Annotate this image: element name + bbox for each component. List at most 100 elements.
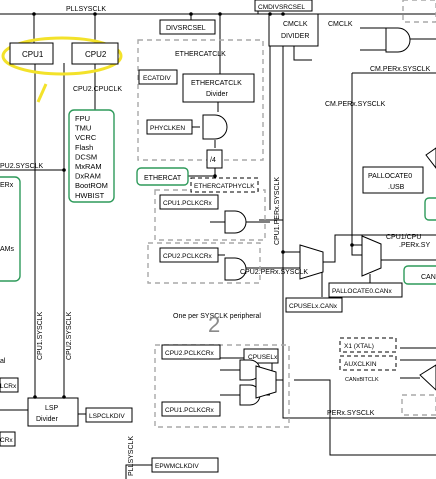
pallocate0-usb-label-1: PALLOCATE0 [368, 173, 412, 180]
perx-sy-partial-label: .PERx.SY [399, 242, 430, 249]
cpu2-sysclk-label: PU2.SYSCLK [0, 163, 44, 170]
handwritten-two-annotation: 2 [208, 312, 220, 337]
lsp-divider-label-2: Divider [36, 416, 58, 423]
sysclk-peripheral-group [154, 344, 290, 428]
lcrx-box[interactable] [0, 377, 19, 393]
and-gate-cpu1-pclk [224, 210, 247, 234]
green-boxes [0, 109, 436, 285]
cm-perx-sysclk-mid-label: CM.PERx.SYSCLK [325, 101, 386, 108]
epwmclkdiv-box[interactable] [151, 457, 219, 473]
mux-cpu-perx [299, 244, 324, 280]
cpuselx-box[interactable] [243, 348, 279, 364]
al-partial-label: al [0, 358, 6, 365]
cmclk-divider-box[interactable] [268, 13, 319, 47]
epwmclkdiv-label: EPWMCLKDIV [155, 463, 199, 470]
mux-cm-perx [361, 235, 382, 277]
cpu2-box[interactable] [71, 42, 119, 65]
cpu2-peripheral-item: HWBIST [75, 191, 105, 200]
cpu2-peripheral-item: DCSM [75, 152, 97, 161]
lsp-divider-box[interactable] [27, 397, 79, 427]
cpu1-pclkcrx-label: CPU1.PCLKCRx [163, 200, 213, 207]
ecatdiv-label: ECATDIV [143, 75, 171, 82]
boxes [0, 0, 424, 473]
cpu2-pclkcrx-top-box[interactable] [159, 247, 219, 263]
cpu2-peripheral-item: DxRAM [75, 172, 101, 181]
lspclkdiv-label: LSPCLKDIV [89, 413, 125, 420]
and-gate-cpu2-pclk [224, 257, 247, 281]
pllsysclk-bottom-label: PLLSYSCLK [128, 436, 135, 476]
ethercat-box[interactable] [136, 167, 189, 186]
cpu2-peripheral-item: Flash [75, 143, 93, 152]
cpu1-perx-sysclk-label: CPU1.PERx.SYSCLK [274, 177, 281, 245]
labels: PLLSYSCLK DIVSRCSEL CMDIVSRCSEL CMCLK DI… [0, 4, 436, 476]
cpu1-pclkcrx-bottom-label: CPU1.PCLKCRx [165, 407, 215, 414]
mux-cpuselx [255, 365, 277, 399]
erx-label: ERx [0, 182, 14, 189]
cpu-highlight-annotation [1, 36, 123, 103]
ecatdiv-box[interactable] [138, 69, 178, 85]
cmdivsrcsel-box[interactable] [254, 0, 313, 12]
canxbitclk-label: CANxBITCLK [345, 377, 379, 383]
dashed-groups [137, 0, 436, 428]
cpu2-peripheral-item: TMU [75, 124, 91, 133]
crx-box[interactable] [0, 431, 16, 447]
cm-perx-sysclk-top-label: CM.PERx.SYSCLK [370, 66, 431, 73]
mux-right-edge-bottom [419, 364, 436, 391]
muxes [255, 147, 436, 399]
cpuselx-label: CPUSELx [248, 354, 278, 361]
cpu2-peripheral-item: MxRAM [75, 162, 102, 171]
phyclken-box[interactable] [146, 119, 193, 135]
divsrcsel-label: DIVSRCSEL [166, 25, 206, 32]
divsrcsel-box[interactable] [159, 19, 216, 35]
div4-box[interactable] [206, 149, 223, 169]
auxclkin-label: AUXCLKIN [344, 361, 377, 368]
cpu2-peripheral-item: VCRC [75, 133, 97, 142]
perx-sysclk-label: PERx.SYSCLK [327, 410, 375, 417]
pallocate0-canx-box[interactable] [328, 282, 403, 298]
junctions [32, 12, 354, 399]
ethercatclk-div-label-2: Divider [206, 91, 228, 98]
cpu2-peripheral-item: BootROM [75, 181, 108, 190]
cmclk-divider-label-2: DIVIDER [281, 33, 309, 40]
cpusel-canx-label: CPUSELx.CANx [289, 303, 338, 310]
pallocate0-usb-label-2: .USB [388, 184, 405, 191]
cpu1-cpu-partial-label: CPU1/CPU [386, 234, 421, 241]
cpu1-pclkcrx-bottom-box[interactable] [161, 401, 221, 417]
ethercatphyclk-box[interactable] [190, 177, 259, 193]
cpu2-pclkcrx-bottom-box[interactable] [161, 344, 221, 360]
ethercatclk-divider-box[interactable] [182, 73, 255, 103]
ethercatclk-div-label-1: ETHERCATCLK [191, 80, 242, 87]
ethercatclk-group [137, 39, 264, 161]
cmdivsrcsel-label: CMDIVSRCSEL [258, 4, 305, 11]
cpu1-box[interactable] [9, 42, 54, 65]
bottom-right-group [401, 394, 436, 416]
ethercatclk-label: ETHERCATCLK [175, 51, 226, 58]
can-box[interactable] [403, 265, 436, 285]
pllsysclk-label: PLLSYSCLK [66, 6, 106, 13]
x1-xtal-box[interactable] [339, 337, 397, 353]
cpu2-sysclk-vertical-label: CPU2.SYSCLK [66, 311, 73, 360]
cpusel-canx-box[interactable] [285, 297, 343, 313]
auxclkin-box[interactable] [339, 355, 397, 371]
cpu1-sysclk-label: CPU1.SYSCLK [37, 311, 44, 360]
cpu2-pclkcrx-top-label: CPU2.PCLKCRx [163, 253, 213, 260]
cpu1-label: CPU1 [22, 50, 44, 59]
cmclk-label: CMCLK [328, 21, 353, 28]
ethercatphyclk-label: ETHERCATPHYCLK [194, 183, 255, 190]
cpu2-peripheral-item: FPU [75, 114, 90, 123]
div4-label: /4 [210, 157, 216, 164]
cpu2-peripheral-list: FPUTMUVCRCFlashDCSMMxRAMDxRAMBootROMHWBI… [75, 114, 108, 200]
lsp-divider-label-1: LSP [45, 405, 59, 412]
pallocate0-usb-box[interactable] [362, 166, 424, 194]
lspclkdiv-box[interactable] [85, 407, 133, 423]
crx-partial-label: CRx [0, 437, 13, 444]
and-gate-cmclk [385, 27, 411, 53]
cpu1-pclkcrx-box[interactable] [159, 194, 219, 210]
lcrx-partial-label: LCRx [0, 383, 17, 390]
x1-xtal-label: X1 (XTAL) [344, 343, 374, 350]
cpu2-pclkcrx-bottom-label: CPU2.PCLKCRx [165, 350, 215, 357]
and-gate-phyclk [202, 114, 228, 140]
cpu2-peripherals-box [68, 109, 115, 203]
top-right-group [402, 0, 436, 23]
